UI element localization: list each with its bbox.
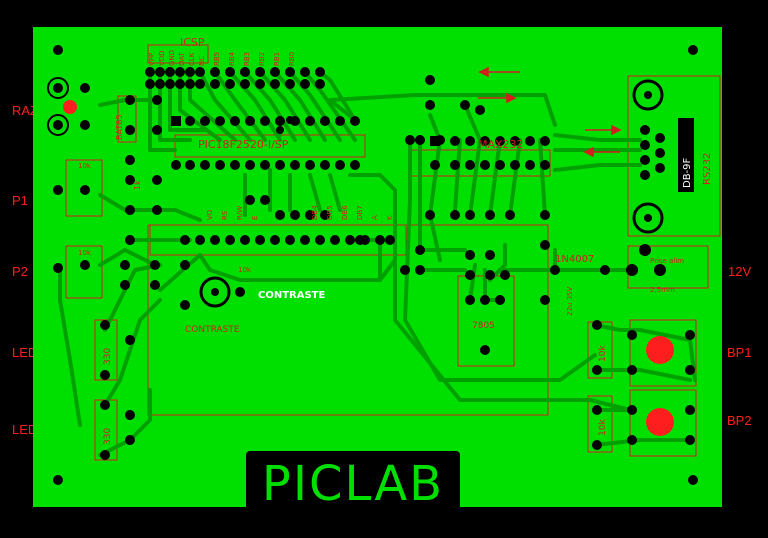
- port-pin-label: RB1: [273, 52, 281, 66]
- bp2-marker: [646, 408, 674, 436]
- mcu-pads: [171, 116, 360, 170]
- lcd-pin-label: DB6: [341, 205, 349, 220]
- lcd-pin-label: K: [386, 215, 394, 220]
- port-pin-label: RB5: [213, 52, 221, 66]
- icsp-pin-label: VDD: [158, 50, 166, 66]
- right-side-pads: [592, 45, 698, 485]
- lcd-pin-label: R/W: [236, 206, 244, 220]
- lcd-pin-label: DB4: [311, 205, 319, 220]
- rs232-label: RS232: [702, 153, 713, 185]
- icsp-pin-label: NC: [198, 56, 206, 66]
- icsp-pin-label: GND: [168, 50, 176, 66]
- lcd-pin-label: VO: [206, 209, 214, 220]
- raz-marker: [63, 100, 77, 114]
- lcd-contraste-label: CONTRASTE: [258, 290, 325, 301]
- max232-pads: [425, 75, 550, 220]
- r10k-p1-label: 10k: [78, 162, 92, 170]
- port-pin-labels: RB5 RB4 RB3 RB2 RB1 RB0: [213, 51, 296, 66]
- r10k-p2-label: 10k: [78, 249, 92, 257]
- icsp-pin-label: VPP: [148, 53, 156, 66]
- db9-label: DB-9F: [682, 157, 693, 188]
- lcd-pin-label: E: [251, 216, 259, 220]
- icsp-pin-label: DAT: [178, 51, 186, 66]
- label-bp2: BP2: [727, 413, 752, 428]
- label-raz: RAZ: [12, 103, 38, 118]
- r330-ledv-label: 330: [103, 348, 113, 365]
- contraste-label: CONTRASTE: [185, 325, 240, 335]
- label-12v: 12V: [728, 264, 752, 279]
- port-pin-label: RB4: [228, 51, 236, 66]
- max232-label: MAX232: [478, 138, 524, 151]
- label-p1: P1: [12, 193, 28, 208]
- diode-label: 1N4007: [555, 254, 594, 265]
- db9-label-box: DB-9F: [678, 118, 694, 192]
- left-side-pads: [47, 45, 162, 485]
- battery-label: BAT85: [115, 115, 124, 140]
- icsp-pin-label: CLK: [188, 52, 196, 66]
- r1k-label: 1k: [133, 180, 142, 190]
- label-p2: P2: [12, 264, 28, 279]
- lcd-pin-label: A: [371, 215, 379, 220]
- power-jack-size: 2,5mm: [650, 286, 675, 294]
- port-pin-label: RB2: [258, 52, 266, 66]
- r10k-bp1-label: 10k: [598, 345, 608, 362]
- db9-pads: [632, 79, 665, 234]
- capacitor-label: 22u 35V: [566, 287, 574, 316]
- copper-traces: [58, 70, 697, 457]
- icsp-header: [145, 67, 325, 89]
- icsp-pin-labels: VPP VDD GND DAT CLK NC: [148, 50, 206, 66]
- label-bp1: BP1: [727, 345, 752, 360]
- lcd-pin-label: RS: [221, 210, 229, 220]
- lcd-pin-labels: VO RS R/W E DB4 DB5 DB6 DB7 A K: [206, 205, 394, 220]
- regulator-label: 7805: [472, 321, 495, 331]
- signal-arrows: [478, 66, 622, 158]
- icsp-label: ICSP: [180, 36, 205, 49]
- pads: [47, 45, 698, 485]
- mcu-label: PIC18F2520-I/SP: [198, 138, 289, 151]
- lcd-pin-label: DB7: [356, 205, 364, 220]
- r330-ledr-label: 330: [103, 428, 113, 445]
- piclab-logo-plate: PICLAB: [246, 451, 460, 515]
- center-pads: [180, 116, 610, 355]
- r10k-contraste-label: 10k: [238, 266, 252, 274]
- r10k-bp2-label: 10k: [598, 419, 608, 436]
- power-jack-label: Prise alim: [650, 257, 684, 265]
- lcd-pin-label: DB5: [326, 205, 334, 220]
- piclab-logo: PICLAB: [262, 456, 444, 512]
- port-pin-label: RB3: [243, 52, 251, 66]
- bp1-marker: [646, 336, 674, 364]
- port-pin-label: RB0: [288, 52, 296, 66]
